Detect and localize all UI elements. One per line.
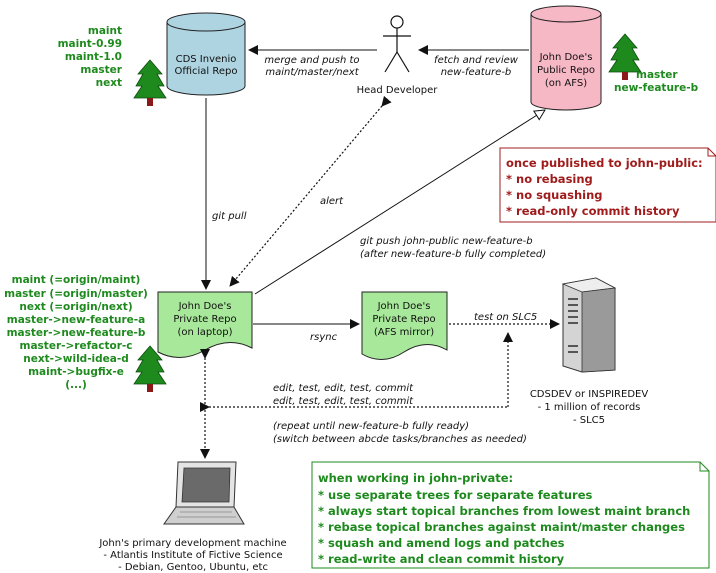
fetch-label-1: fetch and review — [434, 55, 519, 66]
afs-mirror-label-1: John Doe's — [377, 301, 431, 312]
repeat-label-2: (switch between abcde tasks/branches as … — [273, 434, 527, 445]
private-repo-label-1: John Doe's — [178, 301, 232, 312]
afs-mirror-label-3: (AFS mirror) — [374, 327, 434, 338]
official-branch: next — [96, 77, 122, 89]
official-repo-cylinder — [166, 22, 246, 96]
public-repo-label-2: Public Repo — [537, 65, 595, 76]
official-repo-cylinder-top — [166, 12, 246, 32]
public-note-line: * read-only commit history — [506, 204, 680, 218]
public-repo-node: John Doe's Public Repo (on AFS) — [530, 5, 602, 111]
head-developer-label: Head Developer — [357, 85, 439, 96]
private-note-line: * rebase topical branches against maint/… — [318, 520, 685, 534]
private-repo-node: John Doe's Private Repo (on laptop) — [157, 291, 253, 358]
official-branch: maint-1.0 — [65, 51, 122, 63]
public-repo-label-1: John Doe's — [539, 52, 593, 63]
official-branch: master — [80, 64, 122, 76]
edit-label-1: edit, test, edit, test, commit — [273, 383, 414, 394]
afs-mirror-node: John Doe's Private Repo (AFS mirror) — [361, 291, 448, 360]
merge-label-1: merge and push to — [264, 55, 359, 66]
official-repo-label-1: CDS Invenio — [176, 54, 237, 65]
official-branch: maint — [88, 25, 122, 37]
alert-label: alert — [320, 196, 344, 207]
git-push-arrow — [254, 110, 545, 295]
official-branch: maint-0.99 — [58, 38, 122, 50]
private-branch: master->new-feature-b — [7, 327, 146, 339]
private-branch: maint (=origin/maint) — [12, 274, 141, 286]
git-push-label-2: (after new-feature-b fully completed) — [360, 249, 546, 260]
private-branch: master->refactor-c — [20, 340, 133, 352]
head-developer-figure — [383, 15, 411, 73]
private-note-line: when working in john-private: — [318, 471, 513, 485]
public-branch: master — [636, 69, 678, 81]
afs-mirror-label-2: Private Repo — [372, 314, 435, 325]
private-repo-label-2: Private Repo — [173, 314, 236, 325]
official-branch-list: maint maint-0.99 maint-1.0 master next — [58, 25, 123, 89]
server-label-3: - SLC5 — [573, 415, 605, 426]
repeat-label-1: (repeat until new-feature-b fully ready) — [273, 421, 469, 432]
public-repo-cylinder-top — [530, 5, 602, 23]
private-branch: next->wild-idea-d — [23, 353, 129, 365]
official-repo-node: CDS Invenio Official Repo — [166, 12, 246, 96]
laptop-label-3: - Debian, Gentoo, Ubuntu, etc — [118, 562, 268, 573]
public-note-line: * no squashing — [506, 188, 603, 202]
git-push-label-1: git push john-public new-feature-b — [360, 236, 533, 247]
merge-label-2: maint/master/next — [265, 67, 359, 78]
server-label-1: CDSDEV or INSPIREDEV — [530, 389, 649, 400]
public-note-line: * no rebasing — [506, 172, 593, 186]
tree-icon — [133, 59, 167, 106]
private-branch-list: maint (=origin/maint) master (=origin/ma… — [4, 274, 148, 391]
private-note-line: * always start topical branches from low… — [318, 504, 690, 518]
official-repo-label-2: Official Repo — [174, 66, 237, 77]
laptop-label-2: - Atlantis Institute of Fictive Science — [103, 550, 282, 561]
private-branch: master->new-feature-a — [7, 314, 145, 326]
rsync-label: rsync — [310, 332, 338, 343]
edit-label-2: edit, test, edit, test, commit — [273, 396, 414, 407]
alert-arrow — [229, 95, 392, 287]
tree-icon — [133, 345, 167, 392]
private-note-line: * read-write and clean commit history — [318, 552, 565, 566]
private-branch: next (=origin/next) — [19, 301, 132, 313]
private-note: when working in john-private: * use sepa… — [311, 461, 710, 569]
laptop-icon — [163, 461, 245, 525]
git-pull-label: git pull — [212, 211, 247, 222]
public-repo-label-3: (on AFS) — [545, 78, 587, 89]
private-note-line: * squash and amend logs and patches — [318, 536, 565, 550]
private-repo-label-3: (on laptop) — [177, 327, 232, 338]
test-label: test on SLC5 — [474, 312, 537, 323]
private-branch: maint->bugfix-e — [28, 366, 124, 378]
private-branch: master (=origin/master) — [4, 288, 148, 300]
server-label-2: - 1 million of records — [538, 402, 641, 413]
public-repo-cylinder — [530, 14, 602, 111]
public-note-line: once published to john-public: — [506, 156, 703, 170]
private-note-line: * use separate trees for separate featur… — [318, 488, 593, 502]
afs-mirror-shape — [361, 291, 448, 360]
public-note: once published to john-public: * no reba… — [499, 147, 716, 223]
fetch-label-2: new-feature-b — [441, 67, 512, 78]
public-branch: new-feature-b — [614, 82, 699, 94]
private-branch: (...) — [65, 379, 87, 391]
server-icon — [561, 277, 617, 373]
tree-icon — [608, 33, 642, 80]
laptop-label-1: John's primary development machine — [98, 538, 286, 549]
